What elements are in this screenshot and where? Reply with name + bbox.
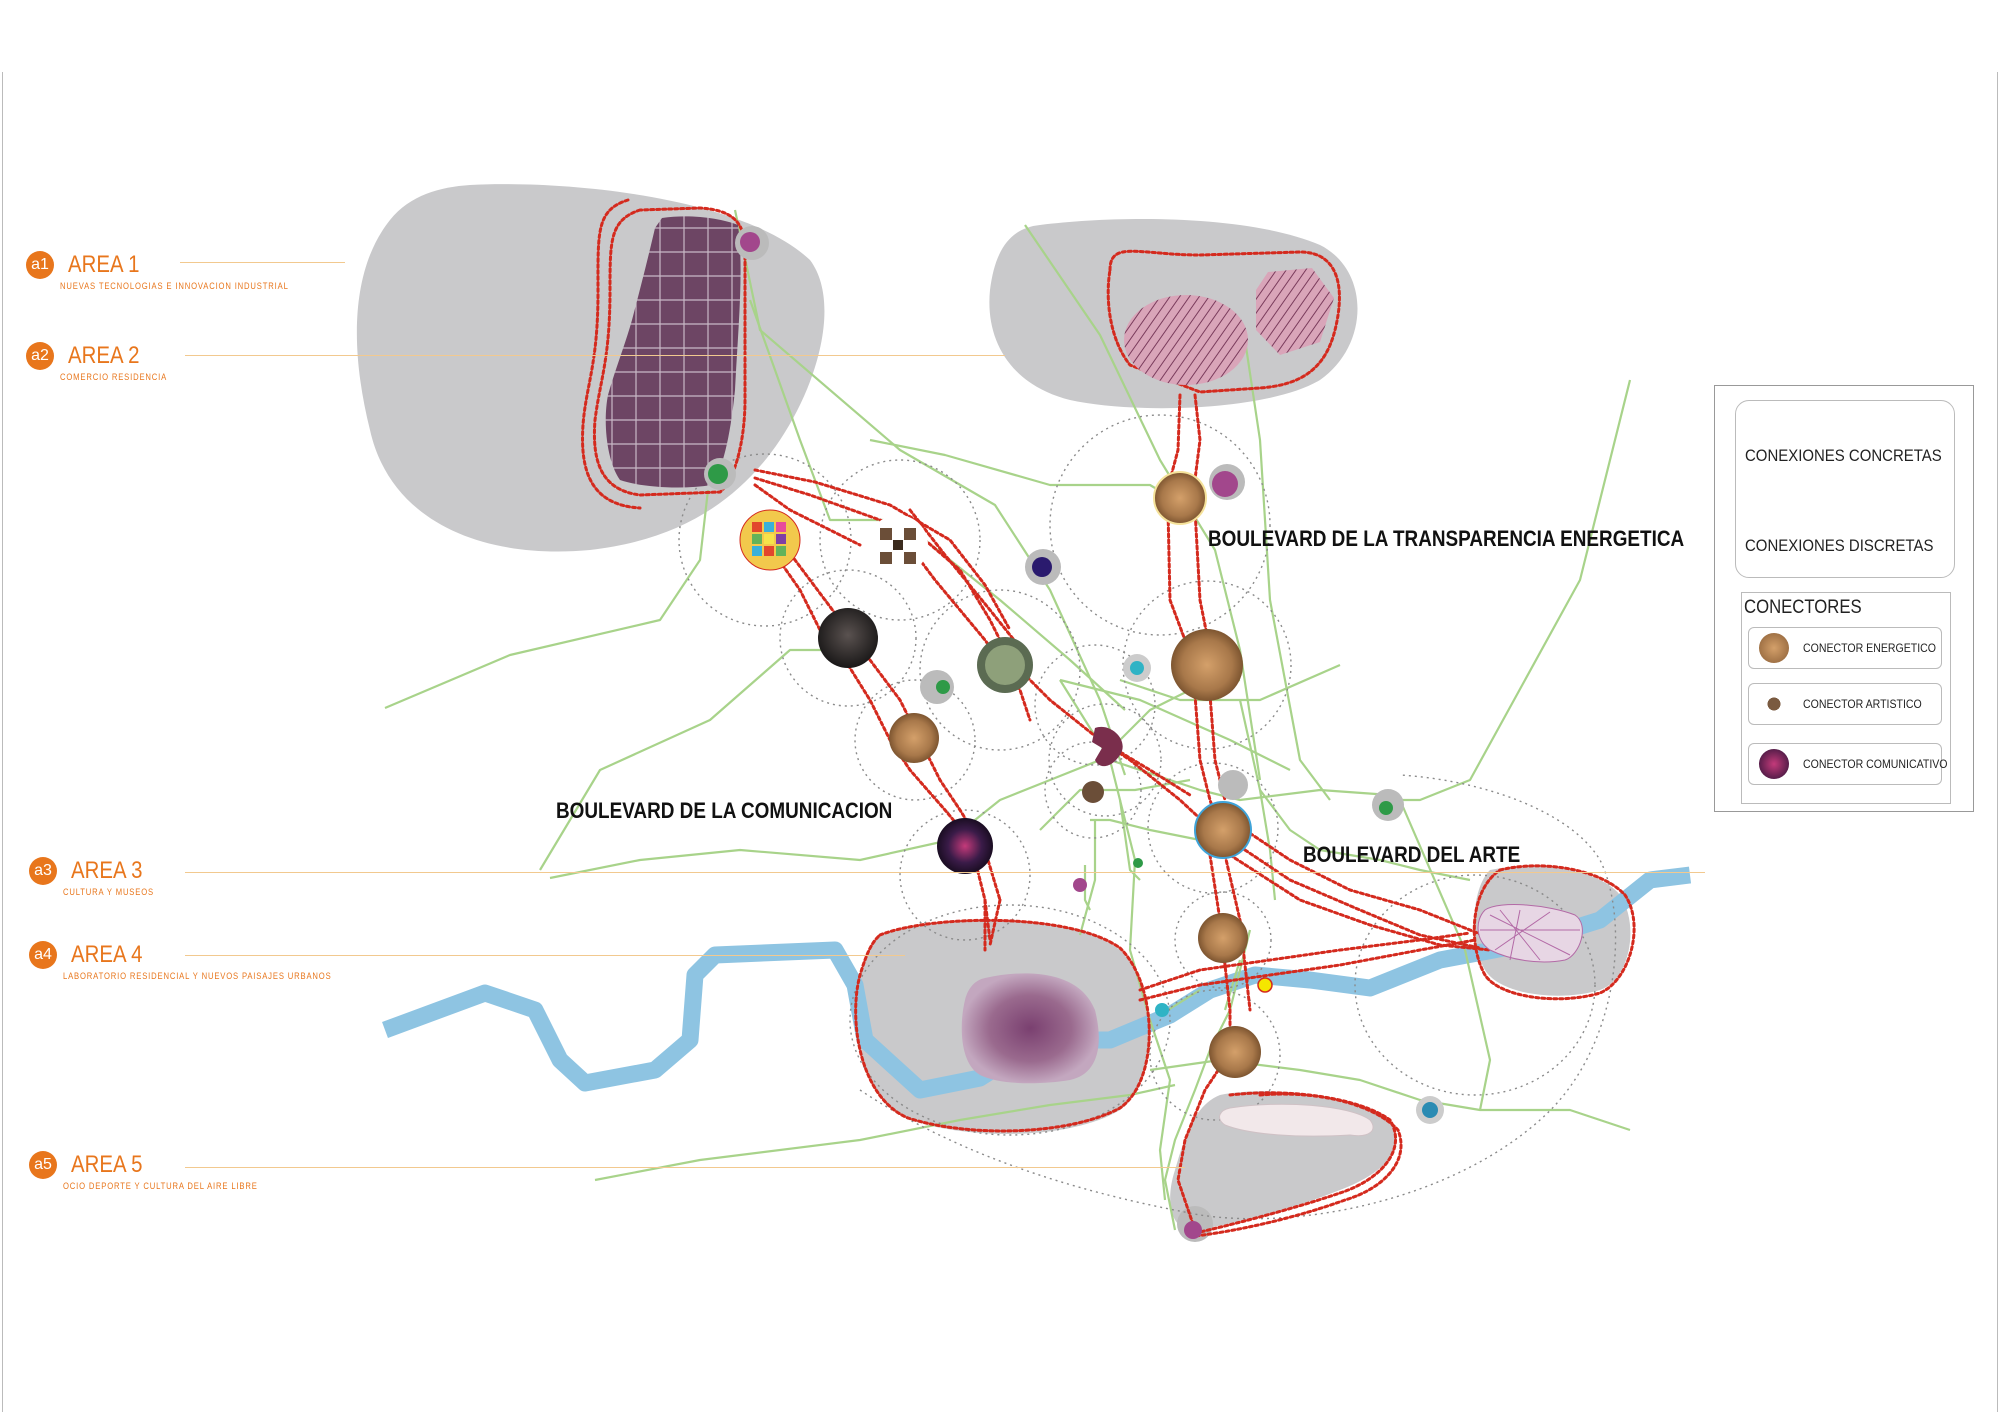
legend-item-energy: CONECTOR ENERGETICO bbox=[1748, 627, 1942, 669]
area-badge: a4 bbox=[29, 941, 57, 969]
color-grid-tiles bbox=[752, 522, 786, 556]
energy-connector-icon bbox=[1759, 633, 1789, 663]
purple-node-south bbox=[1184, 1221, 1202, 1239]
area-4-cloud bbox=[961, 973, 1099, 1084]
green-node-east bbox=[1379, 801, 1393, 815]
energy-connector-lower bbox=[1198, 913, 1248, 963]
artistic-connector-2-inner bbox=[985, 645, 1025, 685]
yellow-node bbox=[1257, 977, 1273, 993]
area-subtitle: NUEVAS TECNOLOGIAS E INNOVACION INDUSTRI… bbox=[60, 281, 289, 291]
boulevard-energy-label: BOULEVARD DE LA TRANSPARENCIA ENERGETICA bbox=[1208, 526, 1685, 551]
area-subtitle: OCIO DEPORTE Y CULTURA DEL AIRE LIBRE bbox=[63, 1181, 258, 1191]
legend-item-label: CONECTOR COMUNICATIVO bbox=[1803, 757, 1948, 771]
communicative-connector-boulevard bbox=[937, 818, 993, 874]
area-guide-5 bbox=[185, 1167, 1185, 1168]
area-subtitle: CULTURA Y MUSEOS bbox=[63, 887, 154, 897]
east-wireframe-blob bbox=[1477, 904, 1583, 963]
cyan-node-1 bbox=[1130, 661, 1144, 675]
area-label-1: a1 AREA 1 NUEVAS TECNOLOGIAS E INNOVACIO… bbox=[26, 251, 329, 291]
discrete-connections bbox=[678, 414, 1617, 1220]
energy-connector-center bbox=[1194, 801, 1252, 859]
green-node-1 bbox=[708, 464, 728, 484]
area-5-blob bbox=[1219, 1103, 1374, 1137]
communicative-node-small bbox=[1032, 557, 1052, 577]
energy-connector-north bbox=[1153, 471, 1207, 525]
legend-item-label: CONECTOR ENERGETICO bbox=[1803, 641, 1936, 655]
legend-discrete-label: CONEXIONES DISCRETAS bbox=[1745, 536, 1934, 555]
area-title: AREA 5 bbox=[71, 1151, 143, 1178]
legend-connections-box bbox=[1735, 400, 1955, 578]
river bbox=[382, 866, 1692, 1099]
legend-item-communicative: CONECTOR COMUNICATIVO bbox=[1748, 743, 1948, 785]
artistic-connector-1-glyph bbox=[880, 528, 916, 564]
area-badge: a1 bbox=[26, 251, 54, 279]
energy-connector-large bbox=[1171, 629, 1243, 701]
area-subtitle: LABORATORIO RESIDENCIAL Y NUEVOS PAISAJE… bbox=[63, 971, 332, 981]
purple-node-small bbox=[1073, 878, 1087, 892]
area-title: AREA 2 bbox=[68, 342, 140, 369]
artistic-connector-small bbox=[1082, 781, 1104, 803]
area-title: AREA 1 bbox=[68, 251, 140, 278]
hatched-blob-1 bbox=[1124, 295, 1248, 385]
purple-node-north bbox=[1212, 471, 1238, 497]
communicative-connector-icon bbox=[1759, 749, 1789, 779]
area-guide-4 bbox=[185, 955, 905, 956]
area-title: AREA 4 bbox=[71, 941, 143, 968]
zones bbox=[356, 184, 1631, 1242]
boulevard-communication-label: BOULEVARD DE LA COMUNICACION bbox=[556, 798, 893, 823]
energy-connector-small bbox=[889, 713, 939, 763]
legend-concrete-label: CONEXIONES CONCRETAS bbox=[1745, 446, 1942, 465]
legend-item-label: CONECTOR ARTISTICO bbox=[1803, 697, 1922, 711]
area-1-block bbox=[605, 216, 741, 488]
legend-item-artistic: CONECTOR ARTISTICO bbox=[1748, 683, 1942, 725]
concrete-connections bbox=[581, 198, 1636, 1238]
connectors bbox=[704, 226, 1444, 1239]
green-node-2 bbox=[936, 680, 950, 694]
area-label-2: a2 AREA 2 COMERCIO RESIDENCIA bbox=[26, 342, 186, 382]
area-label-5: a5 AREA 5 OCIO DEPORTE Y CULTURA DEL AIR… bbox=[29, 1151, 292, 1191]
area-guide-1 bbox=[180, 262, 345, 263]
area-guide-3 bbox=[185, 872, 1705, 873]
legend: CONEXIONES CONCRETAS CONEXIONES DISCRETA… bbox=[1714, 385, 1974, 812]
area-label-4: a4 AREA 4 LABORATORIO RESIDENCIAL Y NUEV… bbox=[29, 941, 379, 981]
boulevard-art-label: BOULEVARD DEL ARTE bbox=[1303, 842, 1521, 867]
green-node-3 bbox=[1133, 858, 1143, 868]
communicative-connector-north bbox=[740, 232, 760, 252]
artistic-figure bbox=[1092, 726, 1123, 767]
hatched-blob-2 bbox=[1256, 268, 1334, 355]
green-network bbox=[384, 209, 1632, 1231]
area-badge: a2 bbox=[26, 342, 54, 370]
energy-connector-bottom bbox=[1209, 1026, 1261, 1078]
area-guide-2 bbox=[185, 355, 1005, 356]
area-badge: a5 bbox=[29, 1151, 57, 1179]
area-label-3: a3 AREA 3 CULTURA Y MUSEOS bbox=[29, 857, 170, 897]
dark-comm-connector bbox=[818, 608, 878, 668]
cyan-node-east bbox=[1422, 1102, 1438, 1118]
cyan-node-2 bbox=[1155, 1003, 1169, 1017]
area-title: AREA 3 bbox=[71, 857, 143, 884]
grey-halo-center bbox=[1218, 770, 1248, 800]
legend-connectors-title: CONECTORES bbox=[1744, 597, 1862, 618]
area-subtitle: COMERCIO RESIDENCIA bbox=[60, 372, 168, 382]
artistic-connector-icon bbox=[1759, 689, 1789, 719]
legend-connectors-box: CONECTORES CONECTOR ENERGETICO CONECTOR … bbox=[1741, 592, 1951, 804]
area-badge: a3 bbox=[29, 857, 57, 885]
